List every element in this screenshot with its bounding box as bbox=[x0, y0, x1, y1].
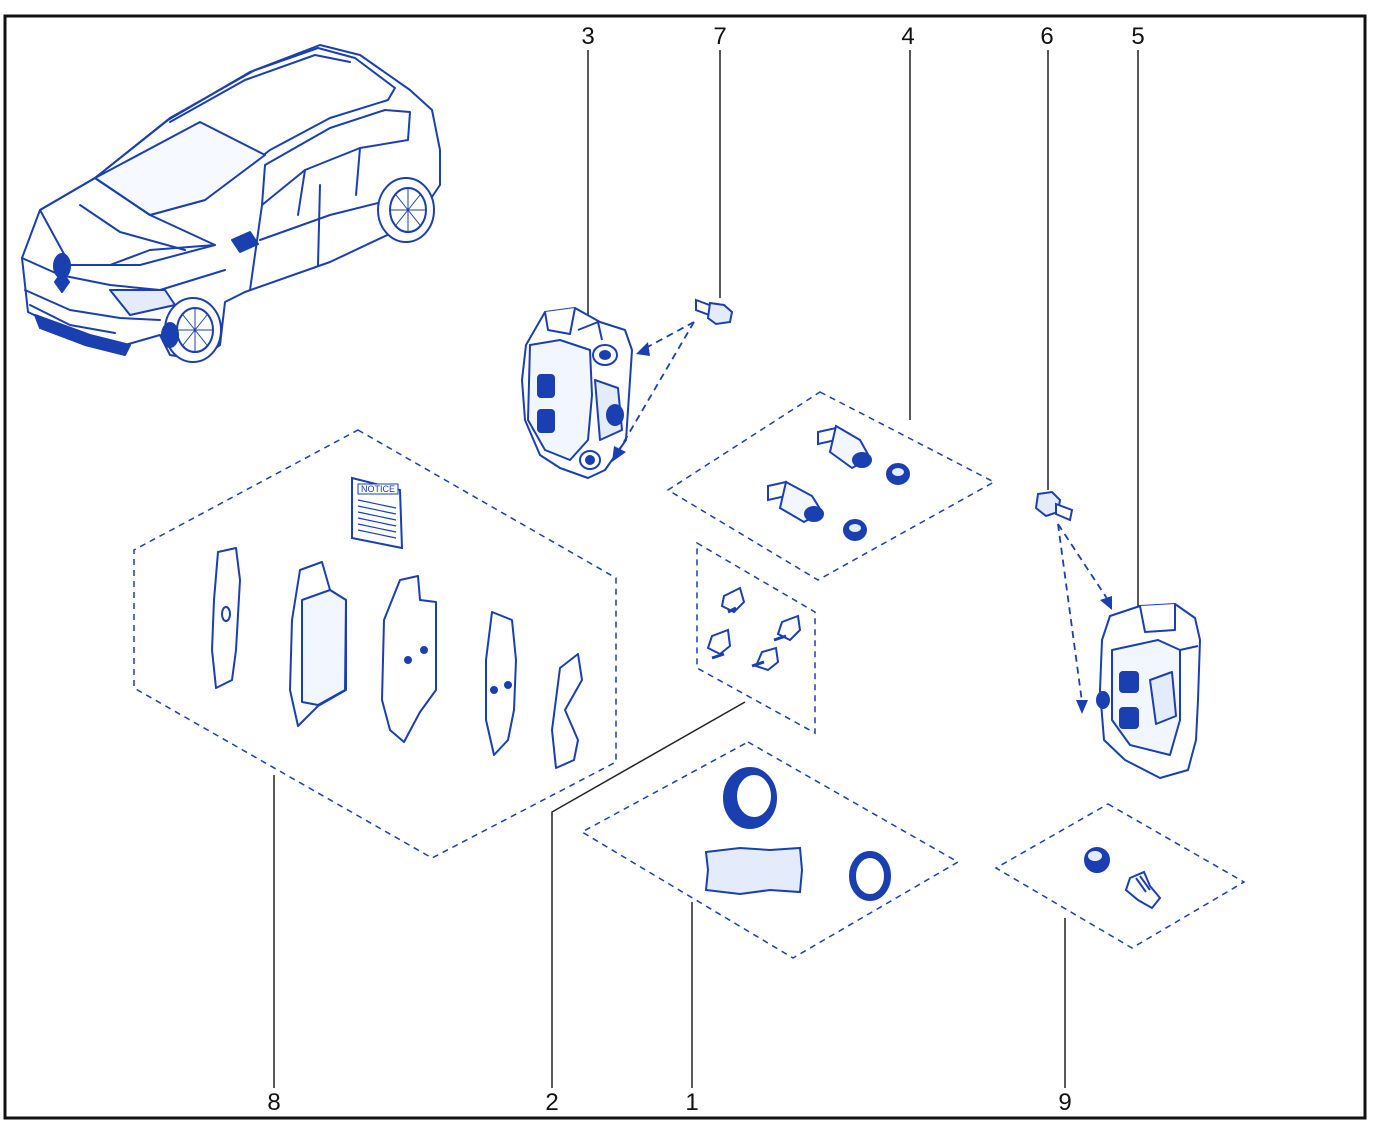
callout-6: 6 bbox=[1040, 23, 1053, 50]
notice-booklet-icon: NOTICE bbox=[351, 476, 404, 550]
notice-label: NOTICE bbox=[361, 484, 395, 494]
callout-5: 5 bbox=[1131, 23, 1144, 50]
callout-7: 7 bbox=[713, 23, 726, 50]
caliper-bolt-icon bbox=[1034, 490, 1074, 522]
callout-9: 9 bbox=[1058, 1089, 1071, 1116]
kit-box-2 bbox=[696, 541, 816, 735]
kit-box-1 bbox=[580, 741, 960, 959]
bleed-screw-kit-icon bbox=[1084, 847, 1162, 910]
callout-4: 4 bbox=[901, 23, 914, 50]
brake-caliper-left-icon bbox=[521, 307, 633, 479]
kit-box-4 bbox=[666, 391, 996, 581]
leader-line-2 bbox=[551, 701, 746, 1088]
callout-2: 2 bbox=[545, 1089, 558, 1116]
diagram-frame bbox=[3, 14, 1367, 1120]
kit-box-9 bbox=[994, 803, 1246, 949]
vehicle-illustration-icon bbox=[21, 44, 441, 363]
callout-1: 1 bbox=[685, 1089, 698, 1116]
brake-pad-set-icon bbox=[211, 547, 583, 769]
brake-caliper-right-icon bbox=[1096, 603, 1201, 779]
guide-pin-kit-icon bbox=[767, 424, 910, 541]
callout-3: 3 bbox=[581, 23, 594, 50]
pad-clip-kit-icon bbox=[706, 586, 802, 672]
piston-seal-kit-icon bbox=[704, 767, 891, 901]
caliper-bolt-icon bbox=[695, 298, 734, 326]
callout-8: 8 bbox=[267, 1089, 280, 1116]
kit-box-8 bbox=[133, 429, 617, 859]
